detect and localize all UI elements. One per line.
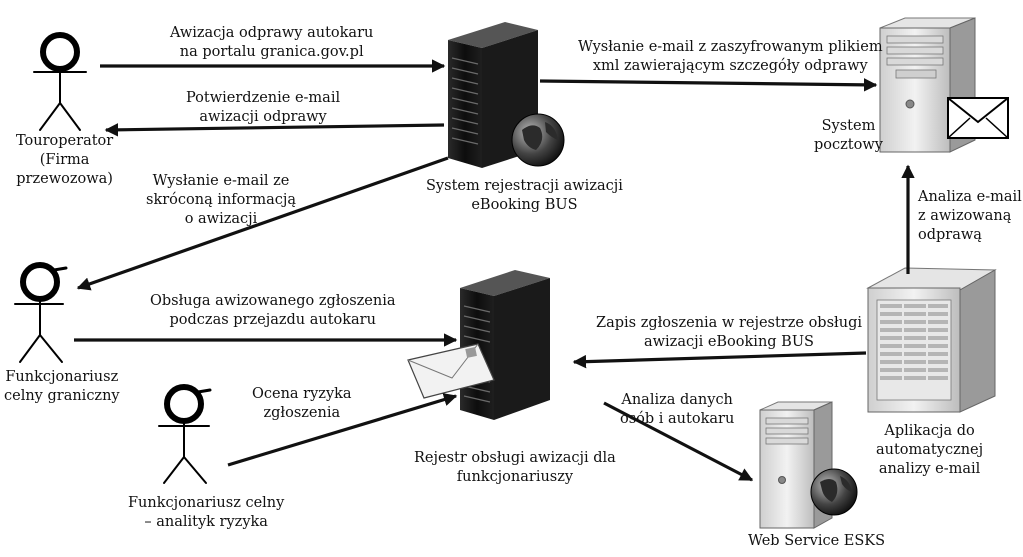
auto-analysis-server-icon <box>866 267 997 413</box>
touroperator-actor-icon <box>33 32 87 131</box>
arrow-zapis <box>572 351 867 369</box>
risk-analyst-actor-icon <box>158 384 212 484</box>
arrow-skrocona <box>76 156 449 291</box>
arrow-wyslanie-xml <box>539 78 878 92</box>
registration-server-icon <box>448 22 565 168</box>
arrow-analiza-danych <box>603 401 754 482</box>
arrow-ocena <box>227 393 458 467</box>
border-officer-actor-icon <box>14 262 68 363</box>
mail-server-icon <box>879 17 1009 153</box>
envelope-icon <box>407 343 495 399</box>
esks-server-icon <box>759 401 858 529</box>
actor-label-risk-analyst: Funkcjonariusz celny– analityk ryzyka <box>128 495 285 530</box>
system-label-esks: Web Service ESKS <box>748 533 886 549</box>
arrow-potwierdzenie <box>104 123 445 137</box>
